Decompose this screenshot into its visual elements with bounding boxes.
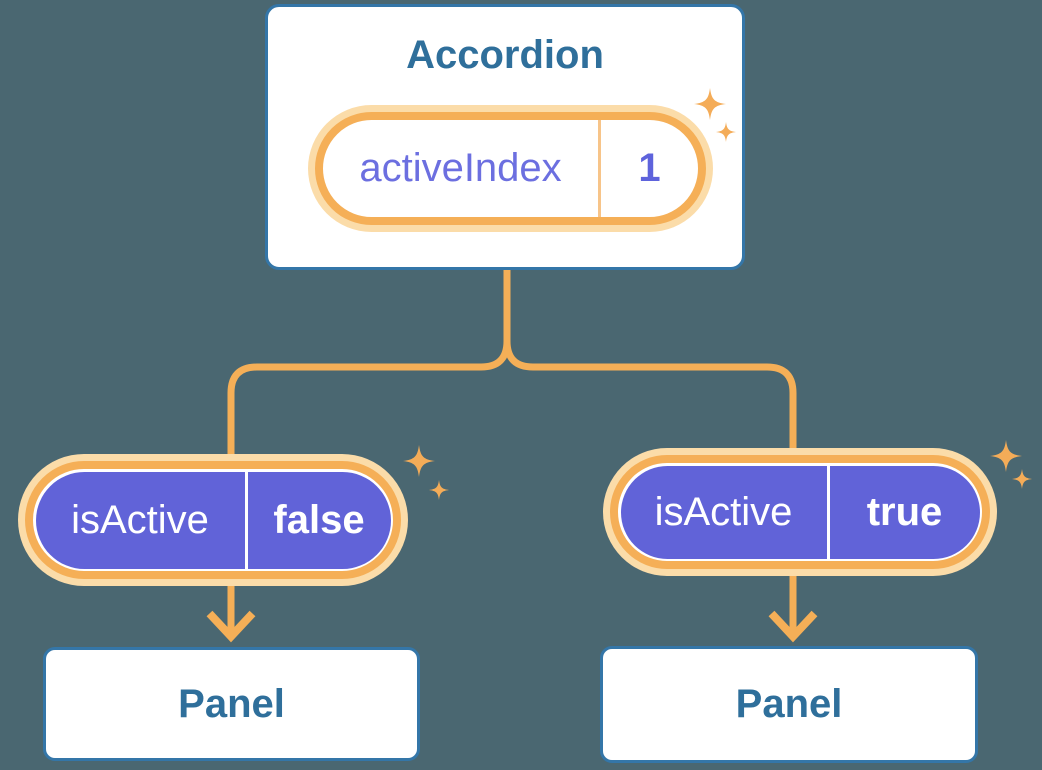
state-pill-ring: isActive false [25,461,401,579]
state-name-label: activeIndex [359,146,562,190]
state-value-cell: 1 [601,120,698,217]
state-pill-ring: activeIndex 1 [315,112,706,225]
sparkle-icon [403,445,435,477]
sparkle-icon [1012,469,1032,489]
panel-label: Panel [178,681,285,726]
state-pill-isactive-left: isActive false [18,454,408,586]
state-value-label: false [273,497,365,542]
sparkle-icon [990,440,1022,472]
state-value-cell: true [830,466,980,559]
pill-divider [826,465,830,559]
panel-label: Panel [735,682,843,726]
state-name-label: isActive [71,497,209,542]
panel-card-right: Panel [600,646,978,763]
state-pill-activeindex: activeIndex 1 [308,105,713,232]
sparkle-icon [429,480,449,500]
state-pill-fill: isActive true [620,465,980,559]
state-name-cell: activeIndex [323,120,598,217]
state-name-cell: isActive [621,466,827,559]
state-pill-ring: isActive true [610,455,990,569]
arrow-down-icon [206,610,256,643]
state-value-cell: false [248,472,391,569]
arrow-down-icon [768,610,818,643]
state-pill-fill: isActive false [35,471,391,569]
state-value-label: true [866,489,943,534]
state-name-cell: isActive [36,472,245,569]
state-value-label: 1 [638,146,661,190]
state-pill-isactive-right: isActive true [603,448,997,576]
state-name-label: isActive [654,489,793,534]
pill-divider [598,120,601,217]
accordion-title: Accordion [406,33,604,77]
panel-card-left: Panel [43,647,420,761]
